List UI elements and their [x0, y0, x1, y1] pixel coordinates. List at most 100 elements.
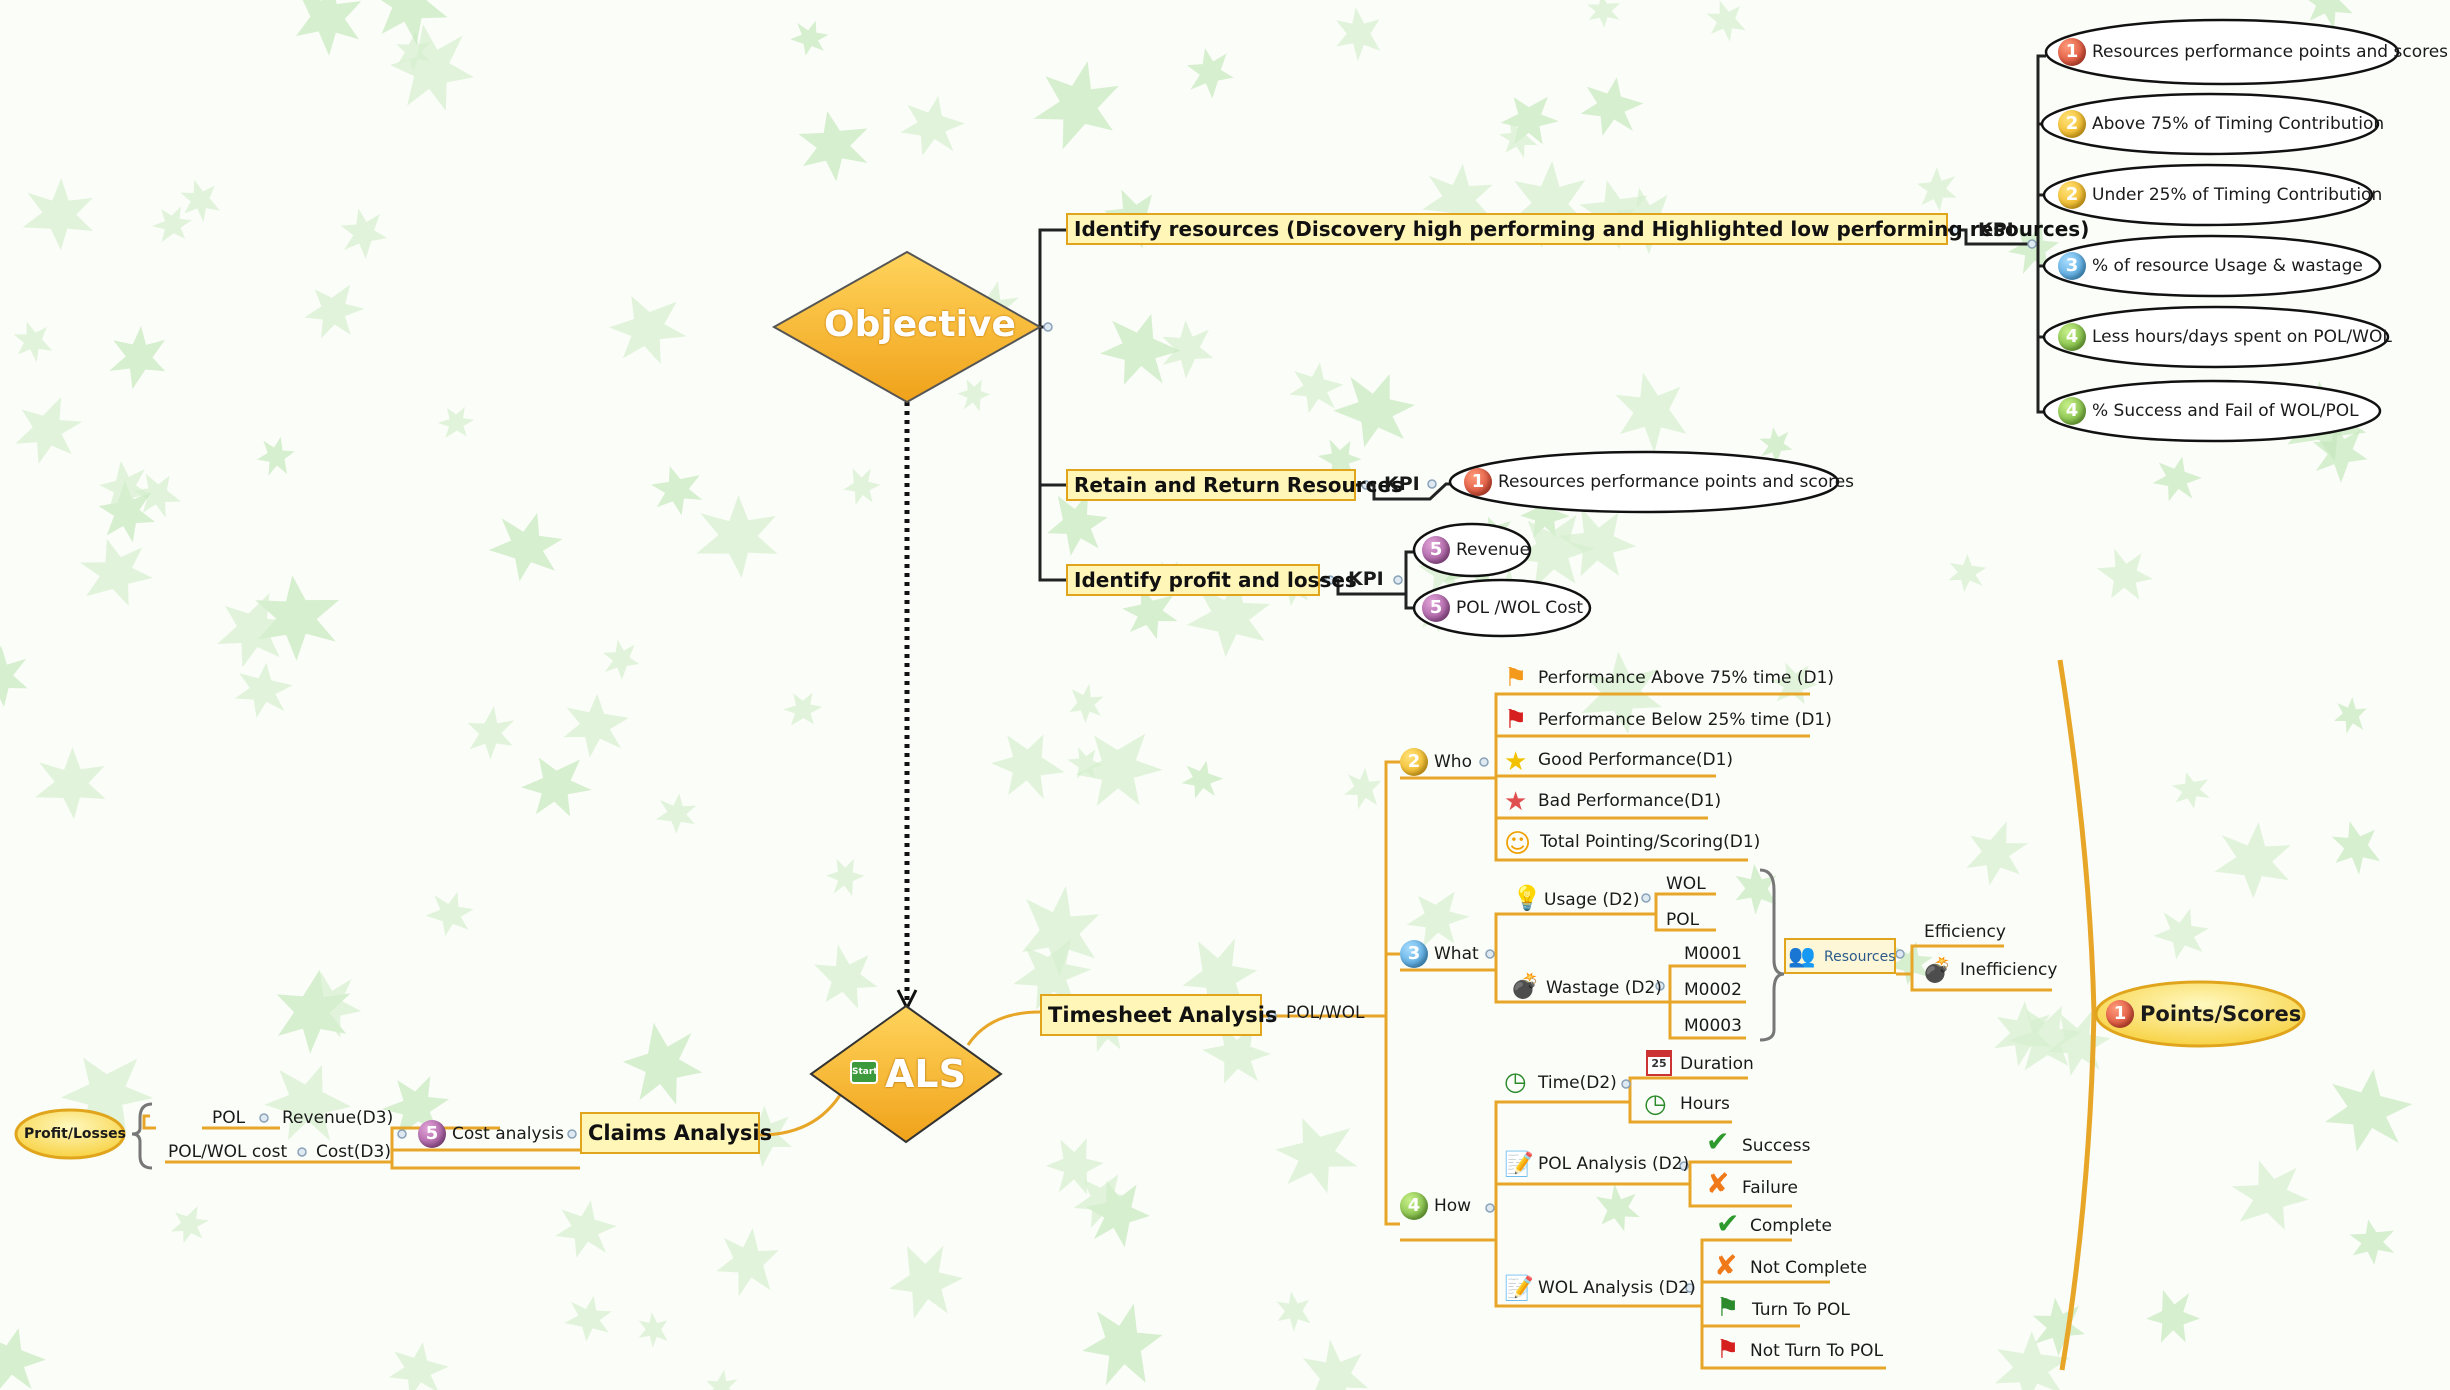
leaf-decoration: [782, 692, 823, 726]
kpi-ellipses: [1412, 18, 2400, 638]
who-item[interactable]: Good Performance(D1): [1538, 750, 1734, 770]
pol-wol-cost-label[interactable]: POL/WOL cost: [168, 1142, 288, 1162]
time-item-hours[interactable]: Hours: [1680, 1094, 1730, 1114]
wol-item[interactable]: Not Complete: [1750, 1258, 1868, 1278]
who-label[interactable]: Who: [1434, 752, 1472, 772]
priority-4-icon: 4: [2058, 323, 2086, 351]
leaf-decoration: [1162, 320, 1214, 379]
topic-identify-profit[interactable]: Identify profit and losses: [1066, 564, 1357, 596]
time-item-duration[interactable]: Duration: [1680, 1054, 1754, 1074]
leaf-decoration: [79, 538, 153, 606]
pol-item-success[interactable]: Success: [1742, 1136, 1811, 1156]
green-flag-icon: ⚑: [1716, 1293, 1740, 1323]
leaf-decoration: [98, 480, 156, 543]
topic-identify-resources[interactable]: Identify resources (Discovery high perfo…: [1066, 213, 2089, 245]
leaf-decoration: [276, 969, 351, 1054]
wol-item[interactable]: Not Turn To POL: [1750, 1341, 1884, 1361]
priority-1-icon: 1: [2058, 38, 2086, 66]
priority-2-icon: 2: [2058, 110, 2086, 138]
leaf-decoration: [340, 208, 387, 259]
pol-wol-label[interactable]: POL/WOL: [1286, 1003, 1365, 1023]
kpi-item[interactable]: Resources performance points and scores: [2092, 42, 2449, 62]
leaf-decoration: [488, 512, 563, 582]
leaf-decoration: [1013, 938, 1092, 1010]
who-item[interactable]: Performance Below 25% time (D1): [1538, 710, 1832, 730]
resources-node[interactable]: 👥 Resources: [1784, 938, 1896, 974]
als-label[interactable]: ALS: [885, 1052, 966, 1096]
topic-timesheet-analysis[interactable]: Timesheet Analysis: [1040, 994, 1277, 1036]
leaf-decoration: [425, 891, 474, 937]
leaf-decoration: [170, 1206, 210, 1244]
checkmark-icon: ✔: [1716, 1207, 1740, 1240]
profit-losses-label[interactable]: Profit/Losses: [24, 1126, 126, 1142]
leaf-decoration: [467, 706, 515, 760]
cost-analysis-label[interactable]: Cost analysis: [452, 1124, 565, 1144]
usage-label[interactable]: Usage (D2): [1544, 890, 1640, 910]
who-item[interactable]: Performance Above 75% time (D1): [1538, 668, 1835, 688]
pol-item-failure[interactable]: Failure: [1742, 1178, 1798, 1198]
efficiency-label[interactable]: Efficiency: [1924, 922, 2006, 942]
leaf-decoration: [1966, 821, 2029, 886]
leaf-decoration: [843, 468, 881, 505]
kpi-item[interactable]: Less hours/days spent on POL/WOL: [2092, 327, 2392, 347]
time-label[interactable]: Time(D2): [1538, 1073, 1617, 1093]
leaf-decoration: [622, 1022, 703, 1105]
kpi-item[interactable]: Resources performance points and scores: [1498, 472, 1855, 492]
points-scores-label[interactable]: Points/Scores: [2140, 1002, 2302, 1026]
wastage-label[interactable]: Wastage (D2): [1546, 978, 1662, 998]
wastage-item[interactable]: M0003: [1684, 1016, 1742, 1036]
leaf-decoration: [1336, 7, 1381, 62]
bomb-icon: 💣: [1922, 956, 1952, 984]
kpi-item[interactable]: % Success and Fail of WOL/POL: [2092, 401, 2359, 421]
how-label[interactable]: How: [1434, 1196, 1472, 1216]
leaf-decoration: [555, 1200, 617, 1258]
usage-item-pol[interactable]: POL: [1666, 910, 1700, 930]
kpi-item[interactable]: Under 25% of Timing Contribution: [2092, 185, 2383, 205]
wastage-item[interactable]: M0001: [1684, 944, 1742, 964]
pol-analysis-label[interactable]: POL Analysis (D2): [1538, 1154, 1690, 1174]
leaf-decoration: [2331, 821, 2381, 875]
leaf-decoration: [296, 971, 362, 1038]
kpi-item[interactable]: Revenue: [1456, 540, 1531, 560]
calendar-icon: 25: [1646, 1050, 1672, 1076]
red-flag-icon: ⚑: [1504, 705, 1528, 735]
leaf-decoration: [1520, 489, 1570, 538]
resources-label: Resources: [1824, 949, 1896, 965]
leaf-decoration: [1596, 1184, 1640, 1232]
leaf-decoration: [1512, 515, 1596, 588]
priority-4-icon: 4: [2058, 397, 2086, 425]
who-item[interactable]: Bad Performance(D1): [1538, 791, 1722, 811]
wastage-item[interactable]: M0002: [1684, 980, 1742, 1000]
kpi-item[interactable]: POL /WOL Cost: [1456, 598, 1584, 618]
wol-item[interactable]: Complete: [1750, 1216, 1832, 1236]
smiley-icon: ☺: [1504, 829, 1532, 859]
leaf-decoration: [2302, 0, 2353, 30]
leaf-decoration: [602, 639, 640, 680]
leaf-decoration: [13, 321, 53, 363]
kpi-item[interactable]: % of resource Usage & wastage: [2092, 256, 2363, 276]
objective-label[interactable]: Objective: [824, 304, 1016, 345]
wol-analysis-label[interactable]: WOL Analysis (D2): [1538, 1278, 1696, 1298]
als-diamond: [809, 1004, 1003, 1144]
inefficiency-label[interactable]: Inefficiency: [1960, 960, 2058, 980]
leaf-decoration: [2312, 422, 2368, 483]
topic-retain-resources[interactable]: Retain and Return Resources: [1066, 469, 1403, 501]
what-label[interactable]: What: [1434, 944, 1479, 964]
clock-icon: ◷: [1504, 1067, 1527, 1097]
wol-item[interactable]: Turn To POL: [1752, 1300, 1850, 1320]
kpi-label-3: KPI: [1348, 568, 1384, 590]
leaf-decoration: [1735, 864, 1777, 915]
leaf-decoration: [371, 0, 448, 45]
kpi-item[interactable]: Above 75% of Timing Contribution: [2092, 114, 2385, 134]
leaf-decoration: [60, 1057, 154, 1134]
usage-item-wol[interactable]: WOL: [1666, 874, 1706, 894]
leaf-decoration: [295, 0, 362, 56]
cost-d3-label[interactable]: Cost(D3): [316, 1142, 391, 1162]
revenue-label[interactable]: Revenue(D3): [282, 1108, 394, 1128]
notepad-icon: 📝: [1504, 1274, 1534, 1302]
who-item[interactable]: Total Pointing/Scoring(D1): [1540, 832, 1761, 852]
pol-label[interactable]: POL: [212, 1108, 246, 1128]
topic-claims-analysis[interactable]: Claims Analysis: [580, 1112, 772, 1154]
cross-icon: ✘: [1714, 1249, 1738, 1282]
